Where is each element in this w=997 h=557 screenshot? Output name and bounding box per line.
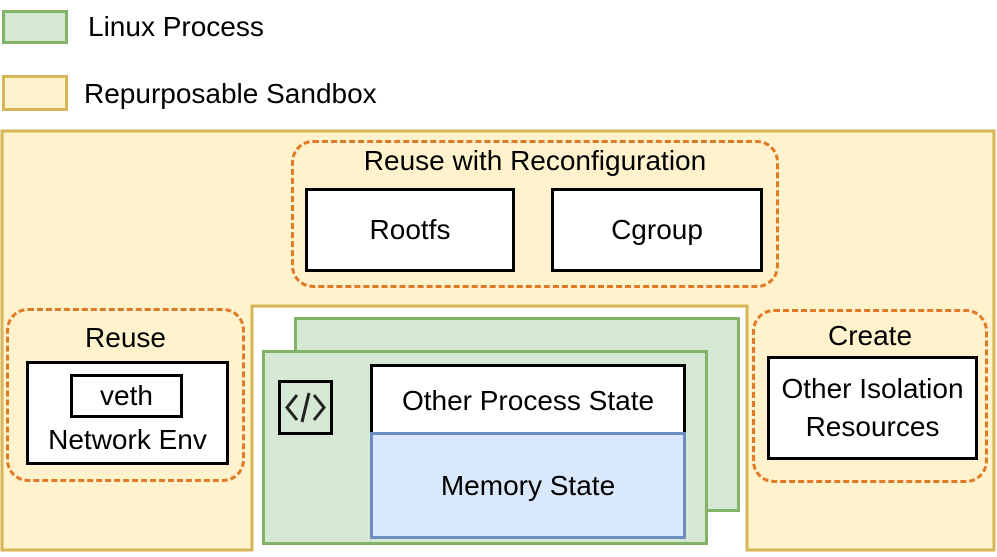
legend-label-sandbox: Repurposable Sandbox [84, 78, 377, 109]
create-title: Create [827, 320, 913, 351]
reconfig-group [291, 140, 779, 288]
reconfig-title: Reuse with Reconfiguration [363, 145, 707, 176]
create-group [752, 309, 988, 483]
veth-box: veth [70, 374, 183, 418]
rootfs-box: Rootfs [305, 188, 515, 272]
reuse-title: Reuse [85, 322, 166, 353]
legend-swatch-linux-process [2, 10, 68, 44]
cgroup-box: Cgroup [551, 188, 763, 272]
legend-label-linux-process: Linux Process [88, 11, 264, 42]
code-icon [278, 380, 333, 435]
other-isolation-line1: Other Isolation [781, 373, 964, 404]
other-isolation-line2: Resources [805, 411, 940, 442]
other-isolation-box: Other Isolation Resources [767, 356, 978, 460]
other-process-state-box: Other Process State [370, 364, 686, 438]
reuse-group [6, 308, 245, 482]
legend-swatch-sandbox [2, 75, 68, 111]
memory-state-box: Memory State [370, 432, 686, 539]
network-env-label: Network Env [48, 424, 207, 455]
